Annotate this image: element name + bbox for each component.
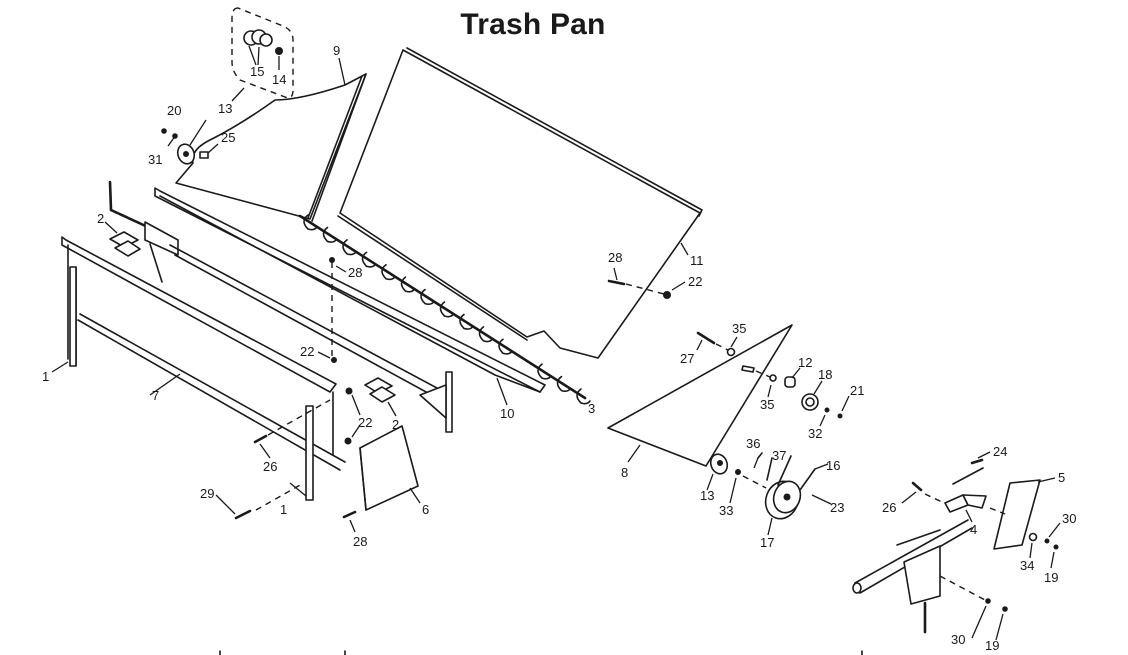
callout-29: 29 — [200, 486, 214, 501]
auger-flight — [556, 375, 572, 393]
callout-28: 28 — [348, 265, 362, 280]
callout-18: 18 — [818, 367, 832, 382]
bearing-hardware — [161, 119, 219, 165]
callout-19: 19 — [985, 638, 999, 653]
callout-14: 14 — [272, 72, 286, 87]
left-hardware — [215, 257, 361, 533]
callout-26: 26 — [882, 500, 896, 515]
callout-32: 32 — [808, 426, 822, 441]
right-lower-assembly — [852, 451, 1061, 641]
auger-flight — [381, 263, 396, 281]
auger-flight — [342, 239, 357, 256]
callout-12: 12 — [798, 355, 812, 370]
callout-30: 30 — [1062, 511, 1076, 526]
part-2-bracket-upper — [104, 221, 141, 257]
callout-1: 1 — [42, 369, 49, 384]
callout-35: 35 — [760, 397, 774, 412]
bearing-detail-inset — [231, 7, 294, 102]
callout-37: 37 — [772, 448, 786, 463]
frame-rail-upper — [108, 180, 453, 433]
callout-20: 20 — [167, 103, 181, 118]
callout-11: 11 — [690, 253, 704, 268]
callout-25: 25 — [221, 130, 235, 145]
auger-flight — [576, 388, 591, 405]
callout-22: 22 — [688, 274, 702, 289]
callout-22: 22 — [358, 415, 372, 430]
callout-24: 24 — [993, 444, 1007, 459]
right-upper-hardware — [607, 267, 850, 427]
callout-15: 15 — [250, 64, 264, 79]
callout-28: 28 — [608, 250, 622, 265]
callout-16: 16 — [826, 458, 840, 473]
auger-flight — [439, 301, 455, 318]
callout-1: 1 — [280, 502, 287, 517]
callout-2: 2 — [392, 417, 399, 432]
callout-36: 36 — [746, 436, 760, 451]
callout-21: 21 — [850, 383, 864, 398]
callout-28: 28 — [353, 534, 367, 549]
callout-19: 19 — [1044, 570, 1058, 585]
callout-13: 13 — [218, 101, 232, 116]
part-9-side-sheet — [175, 57, 367, 222]
part-1-leg-lower — [289, 405, 314, 501]
auger-flight — [498, 338, 513, 355]
part-7-front-frame — [51, 236, 346, 471]
callout-2: 2 — [97, 211, 104, 226]
callout-10: 10 — [500, 406, 514, 421]
auger-flight — [478, 326, 494, 343]
auger-flight — [459, 313, 474, 330]
auger-flight — [361, 251, 377, 268]
callout-26: 26 — [263, 459, 277, 474]
diagram-title: Trash Pan — [460, 8, 606, 41]
pulley-assembly — [706, 452, 832, 536]
callout-34: 34 — [1020, 558, 1034, 573]
callout-17: 17 — [760, 535, 774, 550]
callout-labels: 15 14 13 20 31 25 9 2 28 11 28 22 1 7 22… — [42, 43, 1076, 653]
callout-35: 35 — [732, 321, 746, 336]
callout-23: 23 — [830, 500, 844, 515]
bottom-edge-marks — [219, 650, 863, 655]
auger-flight — [537, 363, 552, 380]
callout-8: 8 — [621, 465, 628, 480]
callout-13: 13 — [700, 488, 714, 503]
callout-5: 5 — [1058, 470, 1065, 485]
part-3-auger — [298, 214, 591, 405]
callout-31: 31 — [148, 152, 162, 167]
callout-22: 22 — [300, 344, 314, 359]
callout-7: 7 — [152, 388, 159, 403]
callout-33: 33 — [719, 503, 733, 518]
callout-30: 30 — [951, 632, 965, 647]
callout-9: 9 — [333, 43, 340, 58]
part-10-pan-support — [154, 187, 546, 406]
auger-flight — [420, 288, 435, 306]
part-8-side-plate — [607, 324, 793, 467]
auger-flight — [303, 214, 318, 231]
auger-flight — [322, 226, 338, 243]
callout-27: 27 — [680, 351, 694, 366]
callout-4: 4 — [970, 522, 977, 537]
part-6-shield — [359, 425, 421, 511]
callout-6: 6 — [422, 502, 429, 517]
callout-3: 3 — [588, 401, 595, 416]
part-2-bracket-lower — [364, 377, 397, 417]
auger-flight — [400, 276, 416, 293]
